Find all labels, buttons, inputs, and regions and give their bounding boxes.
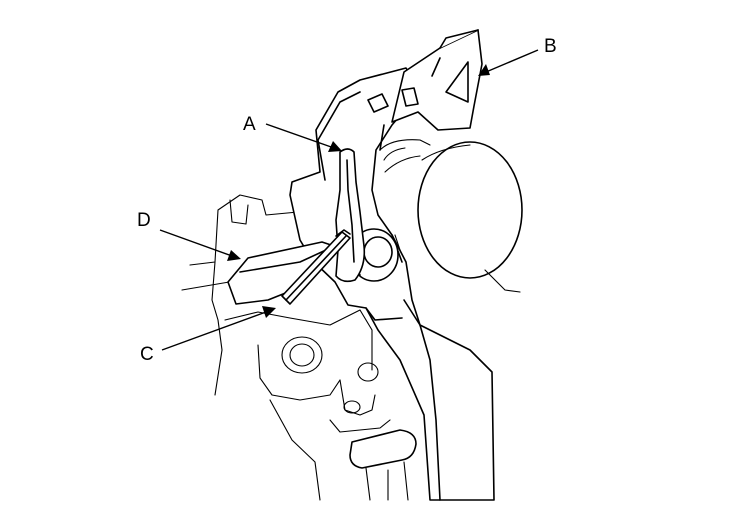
callout-leaders [159, 49, 539, 351]
removal-tool [227, 229, 351, 305]
callout-a: A [243, 114, 256, 135]
mounting-bracket [367, 29, 483, 131]
retaining-clip [335, 148, 366, 283]
callout-d: D [137, 210, 151, 231]
callout-b: B [544, 36, 557, 57]
callout-c: C [140, 344, 154, 365]
lower-assembly [224, 309, 417, 501]
